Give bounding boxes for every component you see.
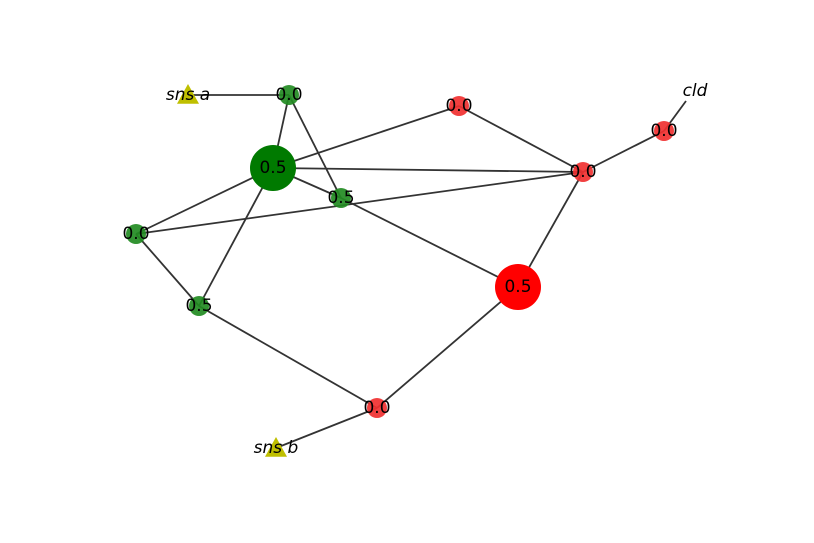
edge-r_bottom-sns_b bbox=[275, 407, 378, 449]
edge-n_hub-n_left bbox=[135, 167, 274, 235]
labels-layer: 0.0 0.5 0.5 0.0 0.5 0.0 0.0 0.0 0.5 0.0 sns a sns b… bbox=[122, 81, 707, 458]
label-r_big: 0.5 bbox=[504, 277, 531, 297]
node-n_low bbox=[189, 296, 209, 316]
edges-layer bbox=[135, 94, 687, 449]
node-n_left bbox=[126, 224, 146, 244]
label-r_far: 0.0 bbox=[650, 121, 677, 141]
edge-n_mid-r_big bbox=[340, 197, 519, 288]
edge-n_hub-n_low bbox=[198, 167, 274, 307]
node-r_top bbox=[449, 96, 469, 116]
label-r_right: 0.0 bbox=[569, 162, 596, 182]
label-n_mid: 0.5 bbox=[327, 188, 354, 208]
label-r_bottom: 0.0 bbox=[363, 398, 390, 418]
label-n_low: 0.5 bbox=[185, 296, 212, 316]
node-r_far bbox=[654, 121, 674, 141]
edge-n_low-r_bottom bbox=[198, 305, 378, 409]
label-n_left: 0.0 bbox=[122, 224, 149, 244]
node-r_big bbox=[495, 264, 541, 310]
edge-n_top-n_mid bbox=[288, 94, 342, 199]
label-sns_a: sns a bbox=[166, 85, 210, 105]
nodes-layer bbox=[126, 84, 674, 457]
edge-r_right-r_far bbox=[582, 130, 665, 173]
node-n_mid bbox=[331, 188, 351, 208]
label-r_top: 0.0 bbox=[445, 96, 472, 116]
node-r_right bbox=[573, 162, 593, 182]
label-n_hub: 0.5 bbox=[259, 158, 286, 178]
terminal-sns_b-triangle bbox=[265, 437, 287, 457]
edge-r_bottom-r_big bbox=[376, 286, 519, 409]
label-cld: cld bbox=[683, 81, 708, 101]
edge-r_top-r_right bbox=[458, 105, 584, 173]
node-n_hub bbox=[250, 145, 296, 191]
node-n_top bbox=[279, 85, 299, 105]
label-n_top: 0.0 bbox=[275, 85, 302, 105]
label-sns_b: sns b bbox=[254, 438, 299, 458]
node-r_bottom bbox=[367, 398, 387, 418]
terminal-sns_a-triangle bbox=[177, 84, 199, 104]
edge-n_left-r_right bbox=[135, 171, 584, 235]
edge-n_hub-r_top bbox=[272, 105, 460, 169]
edge-n_hub-r_right bbox=[272, 167, 584, 173]
edge-n_left-n_low bbox=[135, 233, 200, 307]
